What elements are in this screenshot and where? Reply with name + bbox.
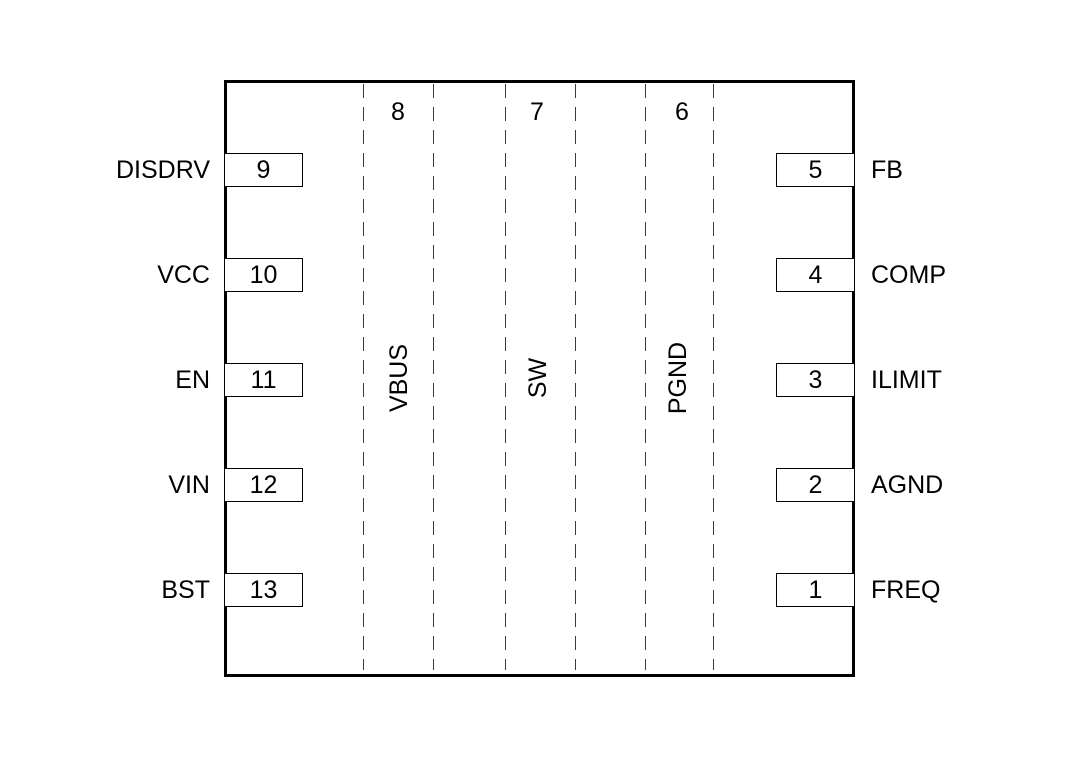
pin-box-ilimit: 3 [776,363,855,397]
pad-label-pgnd: PGND [664,341,692,415]
pin-box-agnd: 2 [776,468,855,502]
pin-box-disdrv: 9 [224,153,303,187]
pad-divider-line [363,84,364,670]
pad-divider-line [645,84,646,670]
pin-box-vcc: 10 [224,258,303,292]
pin-label-fb: FB [871,156,903,184]
pin-label-bst: BST [161,576,210,604]
pin-box-bst: 13 [224,573,303,607]
pad-label-vbus: VBUS [385,343,413,413]
pad-number-sw: 7 [530,98,544,126]
pin-label-ilimit: ILIMIT [871,366,942,394]
pin-label-comp: COMP [871,261,946,289]
pad-label-sw: SW [524,357,552,399]
pin-label-vcc: VCC [157,261,210,289]
pin-box-en: 11 [224,363,303,397]
pad-divider-line [433,84,434,670]
pad-divider-line [575,84,576,670]
pin-box-fb: 5 [776,153,855,187]
pin-label-en: EN [175,366,210,394]
pad-divider-line [713,84,714,670]
pin-label-agnd: AGND [871,471,944,499]
pin-box-vin: 12 [224,468,303,502]
pad-number-vbus: 8 [391,98,405,126]
chip-outline [224,80,855,677]
pad-number-pgnd: 6 [675,98,689,126]
pin-box-freq: 1 [776,573,855,607]
pin-label-disdrv: DISDRV [115,156,210,184]
pad-divider-line [505,84,506,670]
pin-label-freq: FREQ [871,576,941,604]
pin-label-vin: VIN [168,471,210,499]
pin-box-comp: 4 [776,258,855,292]
